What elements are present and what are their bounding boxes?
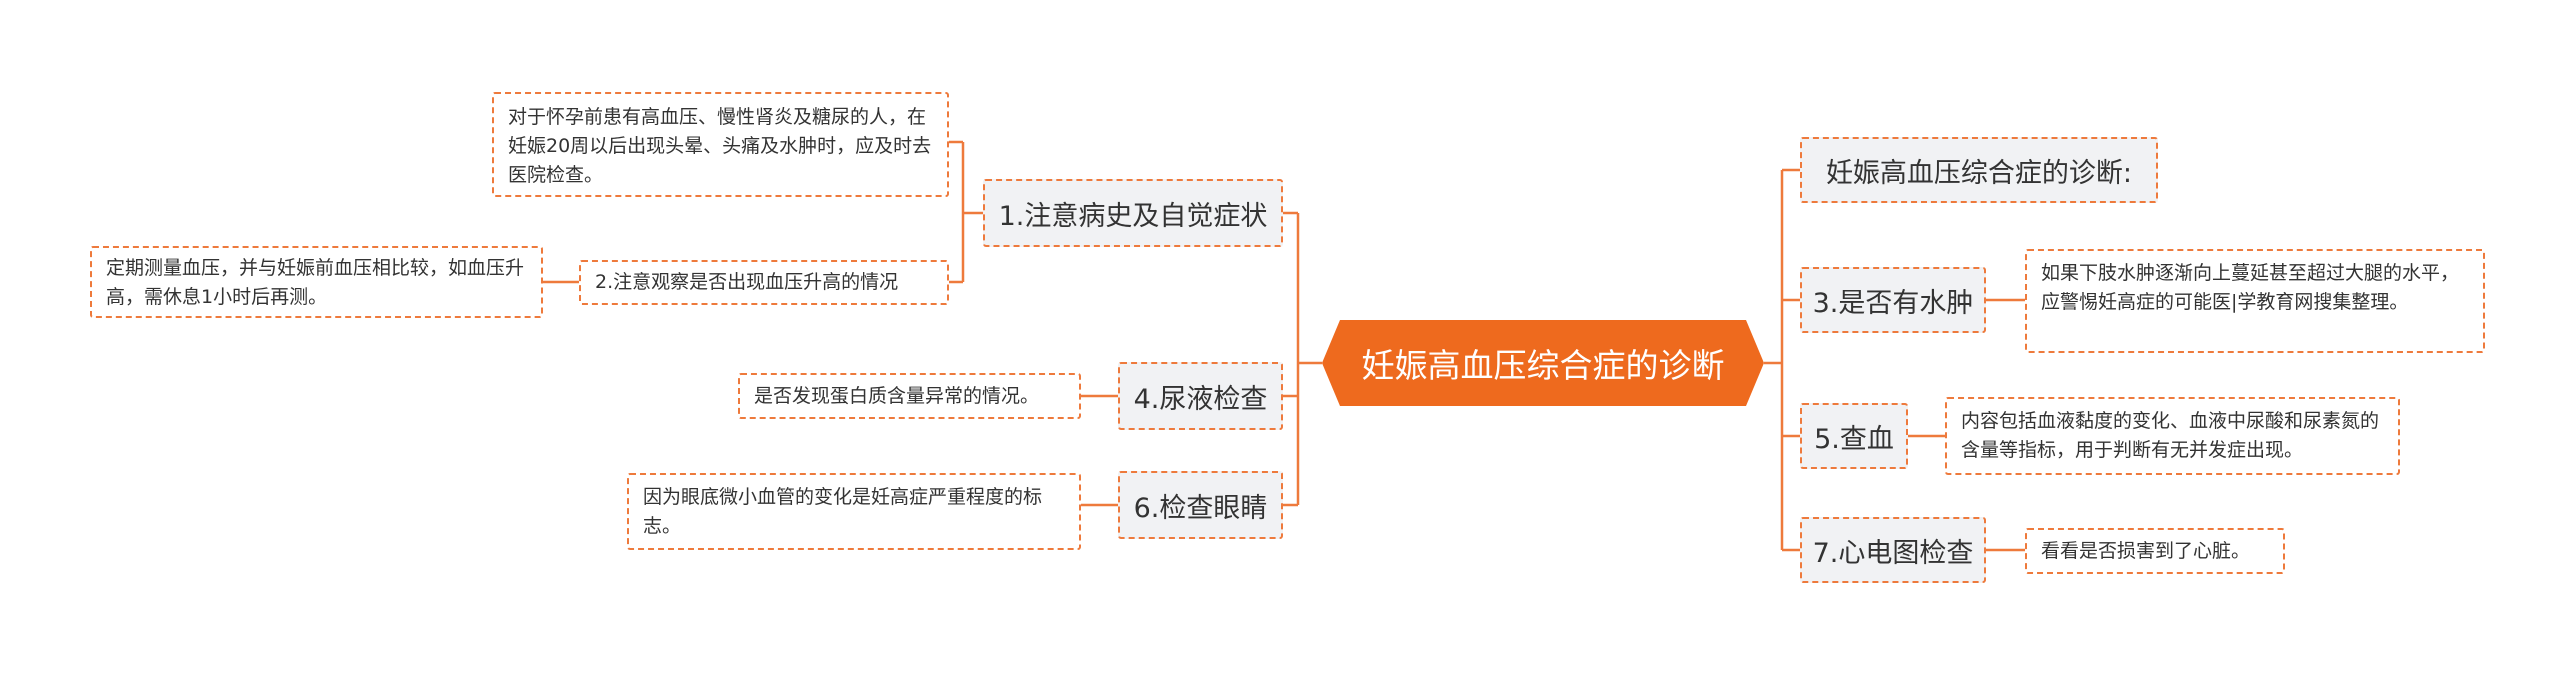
leaf-ecg[interactable]: 看看是否损害到了心脏。 (2025, 528, 2285, 574)
leaf-edema-text: 如果下肢水肿逐渐向上蔓延甚至超过大腿的水平，应警惕妊高症的可能医|学教育网搜集整… (2041, 262, 2460, 313)
branch-eye-exam-label: 6.检查眼睛 (1133, 492, 1268, 524)
branch-ecg-label: 7.心电图检查 (1812, 537, 1974, 569)
branch-ecg[interactable]: 7.心电图检查 (1800, 517, 1986, 583)
leaf-eye-exam-text: 因为眼底微小血管的变化是妊高症严重程度的标志。 (643, 486, 1043, 537)
central-topic[interactable]: 妊娠高血压综合症的诊断 (1322, 320, 1764, 406)
branch-medical-history-label: 1.注意病史及自觉症状 (998, 200, 1268, 232)
branch-diagnosis-title[interactable]: 妊娠高血压综合症的诊断: (1800, 137, 2158, 203)
central-topic-label: 妊娠高血压综合症的诊断 (1361, 346, 1725, 385)
branch-medical-history[interactable]: 1.注意病史及自觉症状 (983, 179, 1283, 247)
branch-observe-blood-pressure[interactable]: 2.注意观察是否出现血压升高的情况 (579, 260, 949, 305)
leaf-observe-blood-pressure-text: 定期测量血压，并与妊娠前血压相比较，如血压升高，需休息1小时后再测。 (106, 257, 525, 308)
central-topic-shape (1322, 320, 1764, 406)
branch-edema-label: 3.是否有水肿 (1812, 287, 1974, 319)
branch-blood-test-label: 5.查血 (1814, 423, 1894, 455)
branch-eye-exam[interactable]: 6.检查眼睛 (1118, 471, 1283, 539)
branch-observe-blood-pressure-label: 2.注意观察是否出现血压升高的情况 (595, 271, 899, 293)
branch-diagnosis-title-label: 妊娠高血压综合症的诊断: (1825, 157, 2133, 189)
branch-edema[interactable]: 3.是否有水肿 (1800, 267, 1986, 333)
leaf-blood-test[interactable]: 内容包括血液黏度的变化、血液中尿酸和尿素氮的含量等指标，用于判断有无并发症出现。 (1945, 397, 2400, 475)
leaf-eye-exam[interactable]: 因为眼底微小血管的变化是妊高症严重程度的标志。 (627, 473, 1081, 550)
leaf-edema[interactable]: 如果下肢水肿逐渐向上蔓延甚至超过大腿的水平，应警惕妊高症的可能医|学教育网搜集整… (2025, 249, 2485, 353)
branch-urine-test-label: 4.尿液检查 (1133, 383, 1268, 415)
leaf-medical-history-text: 对于怀孕前患有高血压、慢性肾炎及糖尿的人，在妊娠20周以后出现头晕、头痛及水肿时… (508, 106, 932, 186)
leaf-urine-test[interactable]: 是否发现蛋白质含量异常的情况。 (738, 373, 1081, 419)
leaf-blood-test-text: 内容包括血液黏度的变化、血液中尿酸和尿素氮的含量等指标，用于判断有无并发症出现。 (1961, 410, 2380, 461)
leaf-urine-test-text: 是否发现蛋白质含量异常的情况。 (754, 384, 1040, 407)
leaf-ecg-text: 看看是否损害到了心脏。 (2041, 539, 2251, 562)
leaf-medical-history[interactable]: 对于怀孕前患有高血压、慢性肾炎及糖尿的人，在妊娠20周以后出现头晕、头痛及水肿时… (492, 92, 949, 197)
branch-blood-test[interactable]: 5.查血 (1800, 403, 1908, 469)
leaf-observe-blood-pressure[interactable]: 定期测量血压，并与妊娠前血压相比较，如血压升高，需休息1小时后再测。 (90, 246, 543, 318)
branch-urine-test[interactable]: 4.尿液检查 (1118, 362, 1283, 430)
